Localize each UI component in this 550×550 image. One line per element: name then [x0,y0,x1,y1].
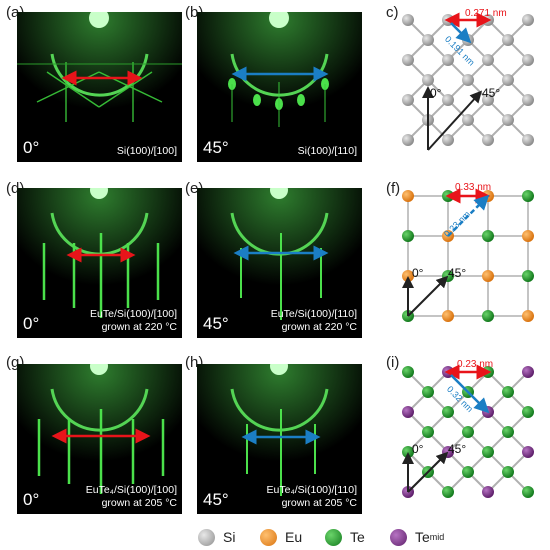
angle-label-0: 0° [412,266,424,280]
rheed-pattern-h: 45° EuTe₄/Si(100)/[110]grown at 205 °C [197,364,362,514]
panel-letter-i: (i) [386,354,400,371]
angle-label-0: 0° [412,442,424,456]
angle-label: 0° [23,490,40,509]
rheed-pattern-g: 0° EuTe₄/Si(100)/[100]grown at 205 °C [17,364,182,514]
caption-line: grown at 205 °C [281,497,357,509]
caption-line: EuTe/Si(100)/[100] [90,308,177,320]
eu-atom-icon [260,528,277,546]
lattice-diagram-i: 0.23 nm 0.32 nm 0° 45° [400,359,540,512]
lattice-diagram-c: 0.271 nm 0.191 nm 0° 45° [400,8,540,160]
caption-line: Si(100)/[110] [297,145,357,157]
rheed-caption: EuTe/Si(100)/[100]grown at 220 °C [90,308,177,334]
caption-line: grown at 205 °C [101,497,177,509]
caption-line: grown at 220 °C [281,321,357,333]
angle-label: 0° [23,314,40,333]
rheed-pattern-a: 0° Si(100)/[100] [17,12,182,162]
angle-label: 45° [203,138,229,157]
angle-label: 0° [23,138,40,157]
spacing-label-horizontal: 0.271 nm [465,8,507,19]
si-atom-icon [198,528,215,546]
rheed-caption: Si(100)/[100] [117,145,177,158]
angle-label-0: 0° [430,86,442,100]
legend-item-te: Te [325,527,365,547]
legend-item-eu: Eu [260,527,302,547]
te-atom-icon [325,528,342,546]
caption-line: EuTe/Si(100)/[110] [270,308,357,320]
spacing-label-horizontal: 0.23 nm [457,359,494,370]
rheed-pattern-b: 45° Si(100)/[110] [197,12,362,162]
legend-subscript: mid [429,532,445,542]
rheed-pattern-d: 0° EuTe/Si(100)/[100]grown at 220 °C [17,188,182,338]
te-mid-atom-icon [390,528,407,546]
rheed-caption: Si(100)/[110] [298,145,357,158]
angle-label-45: 45° [448,442,467,456]
caption-line: Si(100)/[100] [116,145,177,157]
legend-label: Te [350,529,365,545]
legend-label: Si [223,529,236,545]
legend-label: Eu [285,529,303,545]
rheed-pattern-e: 45° EuTe/Si(100)/[110]grown at 220 °C [197,188,362,338]
angle-label: 45° [203,314,229,333]
rheed-caption: EuTe/Si(100)/[110]grown at 220 °C [271,308,357,334]
angle-label-45: 45° [448,266,467,280]
spacing-label-horizontal: 0.33 nm [455,182,492,193]
legend-label: Te [415,529,430,545]
angle-label-45: 45° [482,86,501,100]
caption-line: EuTe₄/Si(100)/[100] [85,484,177,496]
panel-letter-f: (f) [386,180,401,197]
rheed-caption: EuTe₄/Si(100)/[110]grown at 205 °C [267,484,357,510]
panel-letter-c: c) [386,4,399,21]
rheed-caption: EuTe₄/Si(100)/[100]grown at 205 °C [86,484,177,510]
caption-line: EuTe₄/Si(100)/[110] [266,484,357,496]
angle-label: 45° [203,490,229,509]
legend-item-si: Si [198,527,235,547]
caption-line: grown at 220 °C [101,321,177,333]
lattice-diagram-f: 0.33 nm 0.23 nm 0° 45° [400,182,540,336]
